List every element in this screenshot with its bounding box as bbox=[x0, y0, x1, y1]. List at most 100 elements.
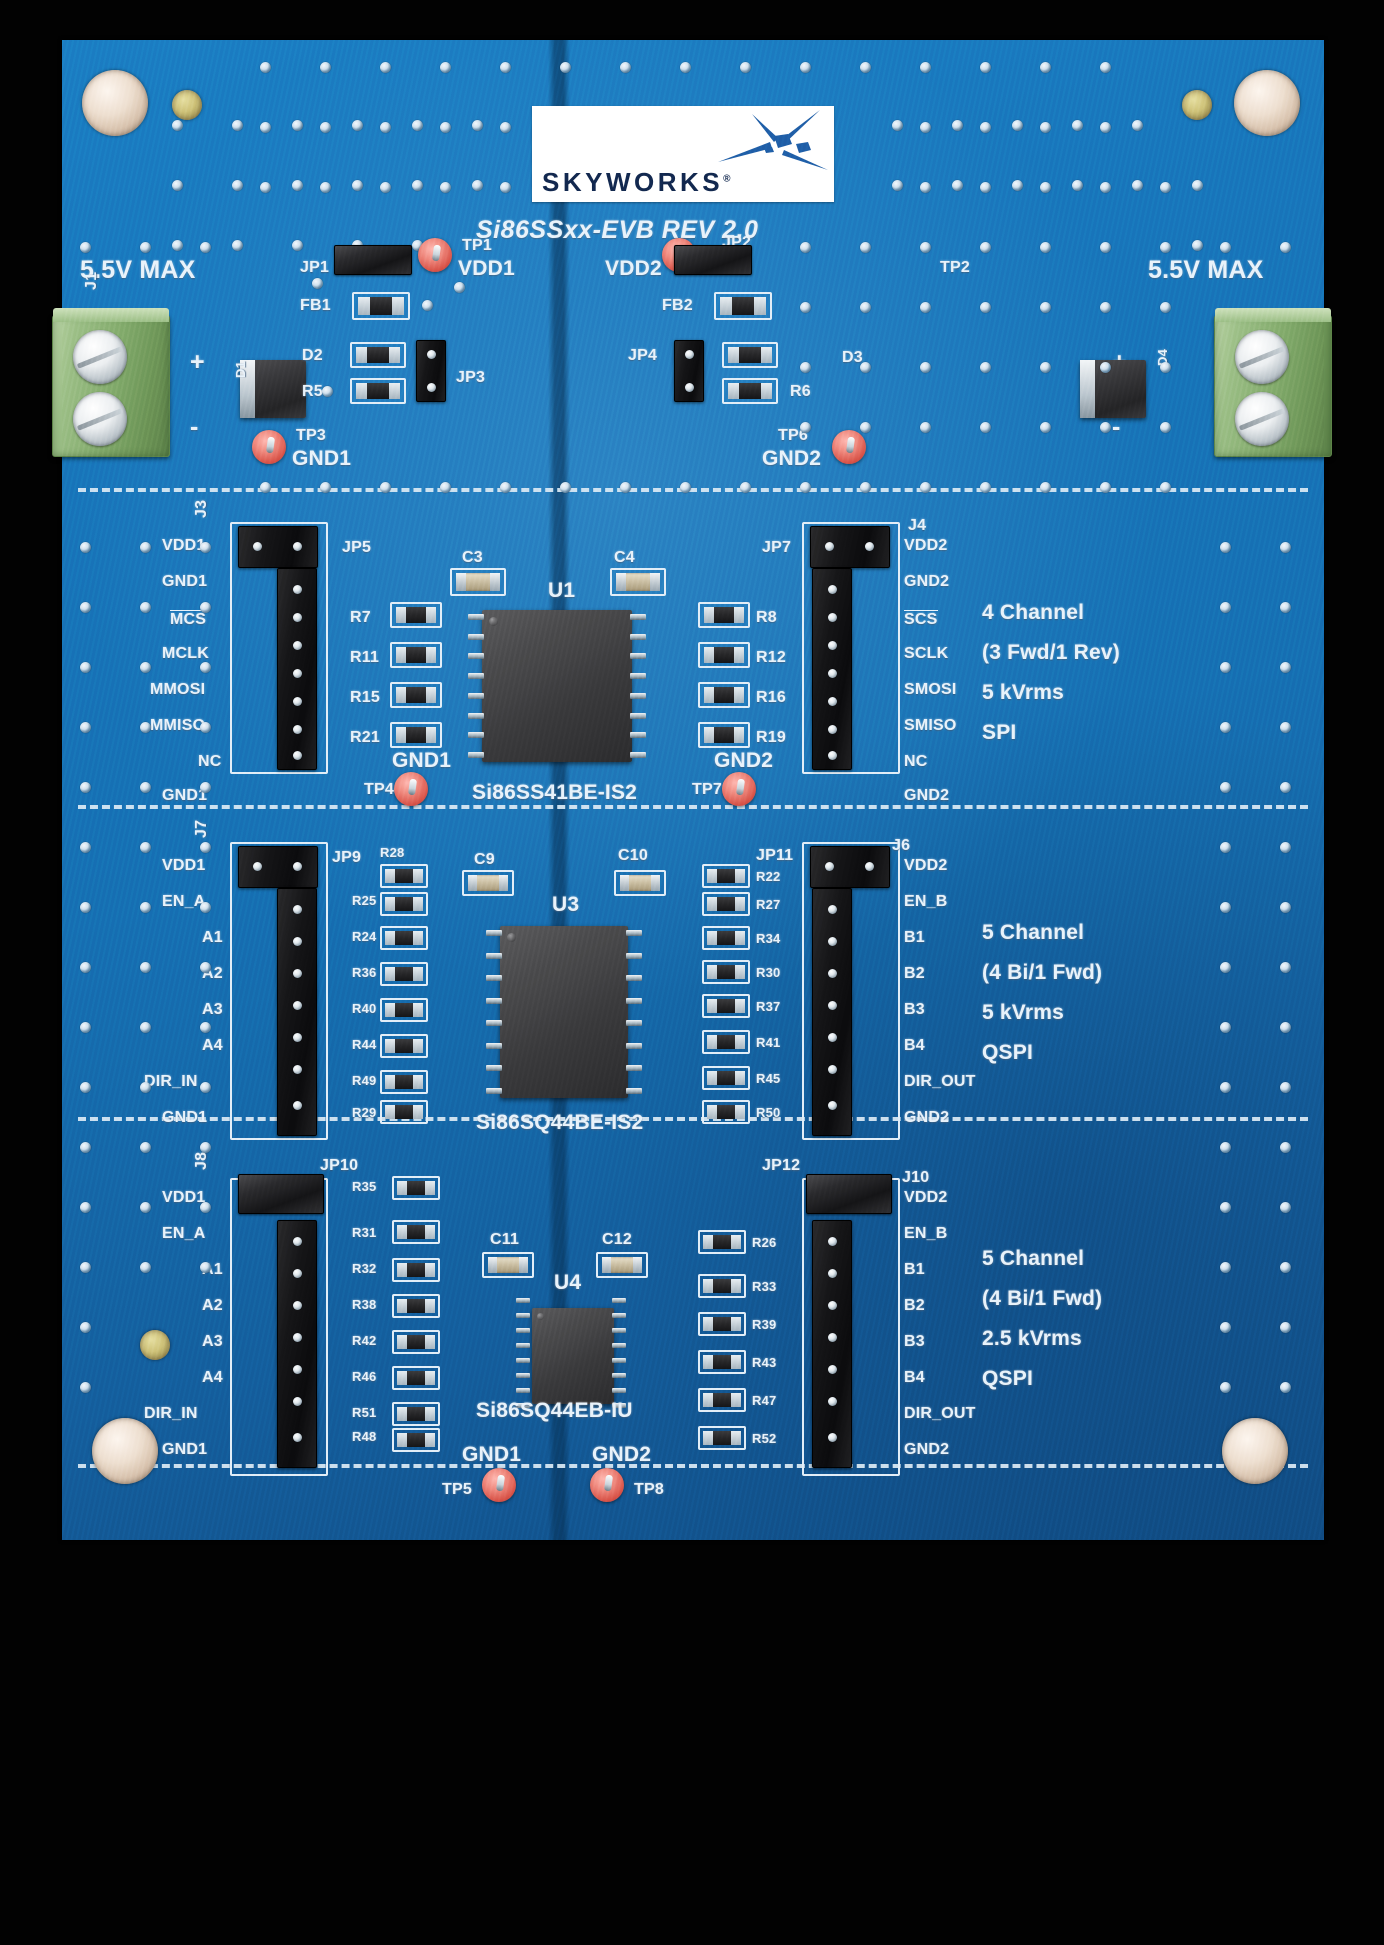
sec2-rres-label-3: R30 bbox=[756, 965, 781, 980]
via bbox=[140, 1022, 151, 1033]
via bbox=[1100, 422, 1111, 433]
diode-d2-label: D2 bbox=[302, 347, 323, 364]
resistor-r49 bbox=[385, 1075, 423, 1089]
via bbox=[980, 182, 991, 193]
sec1-left-pin-4: MMOSI bbox=[150, 681, 206, 698]
via bbox=[1220, 1382, 1231, 1393]
testpoint-tp5[interactable] bbox=[482, 1468, 516, 1502]
via bbox=[140, 242, 151, 253]
testpoint-tp4-label: TP4 bbox=[364, 781, 394, 798]
pin-header-j4[interactable] bbox=[812, 568, 852, 770]
terminal-block-j1[interactable] bbox=[52, 308, 170, 457]
testpoint-tp3[interactable] bbox=[252, 430, 286, 464]
screw-terminal-1[interactable] bbox=[73, 330, 127, 384]
cap-c9-label: C9 bbox=[474, 851, 495, 868]
diode-cathode-band bbox=[240, 360, 255, 418]
jumper-shunt-jp12[interactable] bbox=[806, 1174, 892, 1214]
jumper-jp7-label: JP7 bbox=[762, 539, 792, 556]
sec3-right-pin-3: B2 bbox=[904, 1297, 925, 1314]
capacitor-c3 bbox=[456, 573, 500, 591]
terminal-cap bbox=[1215, 308, 1331, 322]
testpoint-tp6[interactable] bbox=[832, 430, 866, 464]
header-outline-j6 bbox=[802, 842, 900, 1140]
jumper-jp9-label: JP9 bbox=[332, 849, 362, 866]
testpoint-tp7[interactable] bbox=[722, 772, 756, 806]
via bbox=[320, 482, 331, 493]
pin-header-j3[interactable] bbox=[277, 568, 317, 770]
via bbox=[200, 902, 211, 913]
pin-header-j10[interactable] bbox=[812, 1220, 852, 1468]
jumper-shunt-jp10[interactable] bbox=[238, 1174, 324, 1214]
sec2-rres-label-5: R41 bbox=[756, 1035, 781, 1050]
via bbox=[1072, 180, 1083, 191]
skyworks-logo-label: SKYWORKS® bbox=[532, 106, 834, 202]
via bbox=[472, 120, 483, 131]
via bbox=[860, 242, 871, 253]
pad-r36 bbox=[380, 962, 428, 986]
via bbox=[380, 182, 391, 193]
pad-c9 bbox=[462, 870, 514, 896]
via bbox=[292, 120, 303, 131]
via bbox=[1132, 120, 1143, 131]
via bbox=[80, 722, 91, 733]
jumper-header-jp4[interactable] bbox=[674, 340, 704, 402]
pad-r11 bbox=[390, 642, 442, 668]
via bbox=[1220, 1082, 1231, 1093]
via bbox=[320, 122, 331, 133]
pin-header-j7-top[interactable] bbox=[238, 846, 318, 888]
via bbox=[1280, 542, 1291, 553]
pin-header-j8[interactable] bbox=[277, 1220, 317, 1468]
jumper-header-jp3[interactable] bbox=[416, 340, 446, 402]
pin-header-j6[interactable] bbox=[812, 888, 852, 1136]
pad-r21 bbox=[390, 722, 442, 748]
sec2-res-label-1: R25 bbox=[352, 893, 377, 908]
testpoint-tp3-net: GND1 bbox=[292, 447, 352, 470]
screw-terminal-3[interactable] bbox=[1235, 330, 1289, 384]
diode-d4 bbox=[1080, 360, 1146, 418]
screw-terminal-4[interactable] bbox=[1235, 392, 1289, 446]
via bbox=[1280, 1022, 1291, 1033]
via bbox=[1160, 422, 1171, 433]
pad-r45 bbox=[702, 1066, 750, 1090]
terminal-block-j2[interactable] bbox=[1214, 308, 1332, 457]
sec3-rres-label-5: R52 bbox=[752, 1431, 777, 1446]
screw-terminal-2[interactable] bbox=[73, 392, 127, 446]
resistor-r6 bbox=[728, 383, 772, 399]
pin-header-j6-top[interactable] bbox=[810, 846, 890, 888]
resistor-r26 bbox=[703, 1235, 741, 1249]
via bbox=[1280, 782, 1291, 793]
jumper-shunt-jp1[interactable] bbox=[334, 245, 412, 275]
resistor-r37 bbox=[707, 999, 745, 1013]
diode-d1 bbox=[240, 360, 306, 418]
sec2-desc-0: 5 Channel bbox=[982, 921, 1085, 944]
via bbox=[952, 120, 963, 131]
component-d2 bbox=[356, 347, 400, 363]
via bbox=[1132, 180, 1143, 191]
via bbox=[140, 902, 151, 913]
testpoint-tp4[interactable] bbox=[394, 772, 428, 806]
jumper-shunt-jp2[interactable] bbox=[674, 245, 752, 275]
pin-header-j7[interactable] bbox=[277, 888, 317, 1136]
via bbox=[80, 1142, 91, 1153]
resistor-r46 bbox=[397, 1371, 435, 1385]
via bbox=[140, 662, 151, 673]
pin-header-j3-top[interactable] bbox=[238, 526, 318, 568]
testpoint-tp1-net: VDD1 bbox=[458, 257, 515, 280]
via bbox=[1100, 302, 1111, 313]
resistor-r12 bbox=[704, 647, 744, 663]
via bbox=[1280, 1142, 1291, 1153]
skyworks-star-icon bbox=[718, 110, 828, 170]
pin-header-j4-top[interactable] bbox=[810, 526, 890, 568]
testpoint-tp1[interactable] bbox=[418, 238, 452, 272]
pad-r50 bbox=[702, 1100, 750, 1124]
via bbox=[1220, 962, 1231, 973]
via bbox=[200, 782, 211, 793]
via bbox=[920, 362, 931, 373]
testpoint-tp8[interactable] bbox=[590, 1468, 624, 1502]
part-number-u1: Si86SS41BE-IS2 bbox=[472, 781, 638, 804]
sec3-left-pin-7: GND1 bbox=[162, 1441, 208, 1458]
via bbox=[860, 302, 871, 313]
sec3-res-label-1: R31 bbox=[352, 1225, 377, 1240]
via bbox=[260, 122, 271, 133]
pcb-board: SKYWORKS® Si86SSxx-EVB REV 2.0 bbox=[52, 40, 1332, 1540]
